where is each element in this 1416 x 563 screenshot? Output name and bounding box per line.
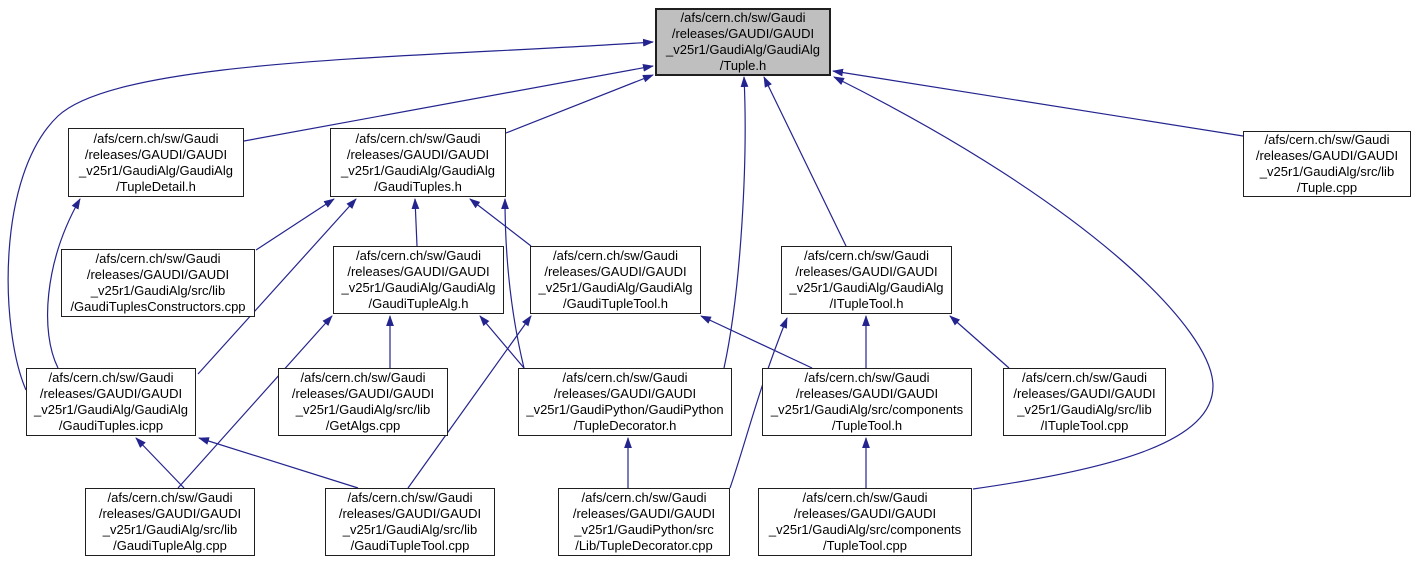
graph-node-tupletool-cpp[interactable]: /afs/cern.ch/sw/Gaudi /releases/GAUDI/GA… xyxy=(758,488,972,556)
include-edge-gaudi-tuple-tool-h-to-gaudi-tuples-h xyxy=(469,198,532,247)
include-edge-gaudi-tuple-alg-cpp-to-gaudi-tuple-alg-h xyxy=(177,315,333,489)
graph-node-tuple-cpp[interactable]: /afs/cern.ch/sw/Gaudi /releases/GAUDI/GA… xyxy=(1243,131,1411,197)
include-edge-tuple-decorator-h-to-gaudi-tuple-alg-h xyxy=(479,315,525,369)
graph-node-gaudi-tuple-alg-h[interactable]: /afs/cern.ch/sw/Gaudi /releases/GAUDI/GA… xyxy=(333,246,504,314)
include-edge-gaudi-tuple-tool-cpp-to-gaudi-tuple-tool-h xyxy=(407,315,532,489)
include-edge-tuple-detail-h-to-tuple-h xyxy=(243,63,654,142)
include-edge-tupletool-cpp-to-tuple-h xyxy=(833,76,1214,490)
include-edge-gaudi-tuples-h-to-tuple-h xyxy=(505,74,654,134)
graph-node-itupletool-cpp[interactable]: /afs/cern.ch/sw/Gaudi /releases/GAUDI/GA… xyxy=(1003,368,1166,436)
graph-node-itupletool-h[interactable]: /afs/cern.ch/sw/Gaudi /releases/GAUDI/GA… xyxy=(781,246,952,314)
graph-node-tuple-decorator-cpp[interactable]: /afs/cern.ch/sw/Gaudi /releases/GAUDI/GA… xyxy=(558,488,730,556)
include-edge-itupletool-cpp-to-itupletool-h xyxy=(949,315,1010,369)
include-edge-gaudi-tuple-alg-h-to-gaudi-tuples-h xyxy=(411,198,420,247)
graph-node-gaudi-tuple-tool-cpp[interactable]: /afs/cern.ch/sw/Gaudi /releases/GAUDI/GA… xyxy=(325,488,495,556)
graph-node-tuple-h: /afs/cern.ch/sw/Gaudi /releases/GAUDI/GA… xyxy=(655,8,831,76)
include-edge-tupletool-h-to-gaudi-tuple-tool-h xyxy=(700,315,813,369)
graph-node-getalgs-cpp[interactable]: /afs/cern.ch/sw/Gaudi /releases/GAUDI/GA… xyxy=(278,368,448,436)
include-edge-tuple-decorator-cpp-to-itupletool-h xyxy=(729,317,788,489)
include-edge-gaudi-tuple-tool-cpp-to-gaudi-tuples-icpp xyxy=(198,437,359,489)
graph-node-gaudi-tuple-alg-cpp[interactable]: /afs/cern.ch/sw/Gaudi /releases/GAUDI/GA… xyxy=(85,488,255,556)
include-edge-gaudi-tuple-alg-cpp-to-gaudi-tuples-icpp xyxy=(135,437,185,489)
include-edge-gaudi-tuples-constructors-cpp-to-gaudi-tuples-h xyxy=(255,198,335,251)
include-edge-gaudi-tuples-icpp-to-gaudi-tuples-h xyxy=(197,198,357,375)
include-edge-gaudi-tuples-icpp-to-tuple-detail-h xyxy=(46,198,81,369)
graph-node-tupletool-h[interactable]: /afs/cern.ch/sw/Gaudi /releases/GAUDI/GA… xyxy=(762,368,972,436)
graph-node-gaudi-tuples-icpp[interactable]: /afs/cern.ch/sw/Gaudi /releases/GAUDI/GA… xyxy=(26,368,196,436)
include-edge-itupletool-h-to-tuple-h xyxy=(763,76,847,247)
include-edge-tuple-decorator-h-to-tuple-h xyxy=(723,76,749,369)
graph-node-gaudi-tuples-constructors-cpp[interactable]: /afs/cern.ch/sw/Gaudi /releases/GAUDI/GA… xyxy=(61,249,255,317)
include-edge-tuple-cpp-to-tuple-h xyxy=(832,68,1244,137)
include-edge-gaudi-tuples-icpp-to-tuple-h xyxy=(7,38,654,391)
graph-node-gaudi-tuple-tool-h[interactable]: /afs/cern.ch/sw/Gaudi /releases/GAUDI/GA… xyxy=(530,246,701,314)
graph-node-gaudi-tuples-h[interactable]: /afs/cern.ch/sw/Gaudi /releases/GAUDI/GA… xyxy=(330,128,506,197)
graph-node-tuple-detail-h[interactable]: /afs/cern.ch/sw/Gaudi /releases/GAUDI/GA… xyxy=(68,128,244,197)
include-edge-tuple-decorator-h-to-gaudi-tuples-h xyxy=(501,198,525,369)
graph-node-tuple-decorator-h[interactable]: /afs/cern.ch/sw/Gaudi /releases/GAUDI/GA… xyxy=(518,368,732,436)
